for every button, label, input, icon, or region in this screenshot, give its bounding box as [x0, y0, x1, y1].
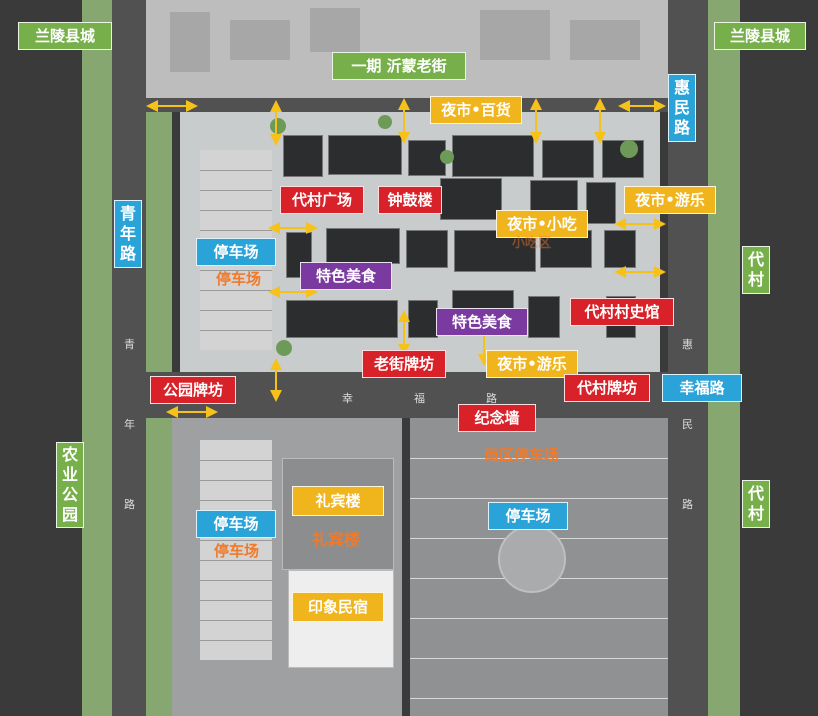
label-night-market-department: 夜市•百货 [430, 96, 522, 124]
label-daicun-bottom: 代村 [742, 480, 770, 528]
road-text-xingfu-2: 福 [414, 392, 425, 405]
road-text-xingfu-3: 路 [486, 392, 497, 405]
label-huimin-road: 惠民路 [668, 74, 696, 142]
overlay-guest-house: 礼宾楼 [312, 530, 361, 549]
plaza-building [286, 300, 398, 338]
plaza-building [440, 178, 502, 220]
road-text-qingnian-3: 路 [124, 498, 135, 511]
north-block-building [570, 20, 640, 60]
label-parking-west-top: 停车场 [196, 238, 276, 266]
tree [276, 340, 292, 356]
label-night-market-snack: 夜市•小吃 [496, 210, 588, 238]
label-village-history-museum: 代村村史馆 [570, 298, 674, 326]
north-block-building [230, 20, 290, 60]
plaza-building [528, 296, 560, 338]
road-text-huimin-3: 路 [682, 498, 693, 511]
label-impression-inn: 印象民宿 [292, 592, 384, 622]
road-text-qingnian-2: 年 [124, 418, 135, 431]
label-daicun-bottom-text: 代村 [748, 484, 765, 523]
label-phase1-old-street: 一期 沂蒙老街 [332, 52, 466, 80]
plaza-building [452, 135, 534, 177]
tree [620, 140, 638, 158]
north-block-building [480, 10, 550, 60]
label-specialty-food-center: 特色美食 [436, 308, 528, 336]
parking-lot-west-bottom [200, 440, 272, 660]
plaza-building [542, 140, 594, 178]
plaza-building [586, 182, 616, 224]
label-bell-drum-tower: 钟鼓楼 [378, 186, 442, 214]
road-text-xingfu-1: 幸 [342, 392, 353, 405]
plaza-building [406, 230, 448, 268]
east-green-belt [708, 0, 740, 716]
label-daicun-top-text: 代村 [748, 250, 765, 289]
label-lanling-county-left: 兰陵县城 [18, 22, 112, 50]
label-agricultural-park: 农业公园 [56, 442, 84, 528]
label-daicun-top: 代村 [742, 246, 770, 294]
label-qingnian-road: 青年路 [114, 200, 142, 268]
north-block-building [310, 8, 360, 52]
label-agricultural-park-text: 农业公园 [62, 445, 79, 524]
label-lanling-county-right: 兰陵县城 [714, 22, 806, 50]
overlay-south-parking: 南区停车场 [484, 446, 560, 464]
label-parking-west-bottom: 停车场 [196, 510, 276, 538]
west-green-belt [82, 0, 112, 716]
overlay-parking-west-top: 停车场 [216, 270, 262, 288]
label-xingfu-road: 幸福路 [662, 374, 742, 402]
plaza-building [283, 135, 323, 177]
qingnian-road-surface [112, 0, 146, 716]
label-old-street-arch: 老街牌坊 [362, 350, 446, 378]
plaza-building [326, 228, 400, 264]
label-specialty-food-west: 特色美食 [300, 262, 392, 290]
road-text-huimin-2: 民 [682, 418, 693, 431]
overlay-snack-area: 小吃区 [512, 236, 552, 251]
tree [440, 150, 454, 164]
label-huimin-road-text: 惠民路 [674, 78, 691, 137]
label-qingnian-road-text: 青年路 [120, 204, 137, 263]
tree [378, 115, 392, 129]
road-text-huimin-1: 惠 [682, 338, 693, 351]
label-daicun-arch: 代村牌坊 [564, 374, 650, 402]
plaza-building [408, 140, 446, 176]
label-daicun-square: 代村广场 [280, 186, 364, 214]
label-guest-house: 礼宾楼 [292, 486, 384, 516]
label-park-arch: 公园牌坊 [150, 376, 236, 404]
plaza-building [328, 135, 402, 175]
label-night-market-fun-east: 夜市•游乐 [624, 186, 716, 214]
overlay-parking-west-bottom: 停车场 [214, 542, 260, 560]
road-text-qingnian-1: 青 [124, 338, 135, 351]
label-night-market-fun-center: 夜市•游乐 [486, 350, 578, 378]
round-plaza [498, 525, 566, 593]
label-parking-south: 停车场 [488, 502, 568, 530]
label-memorial-wall: 纪念墙 [458, 404, 536, 432]
north-block-building [170, 12, 210, 72]
